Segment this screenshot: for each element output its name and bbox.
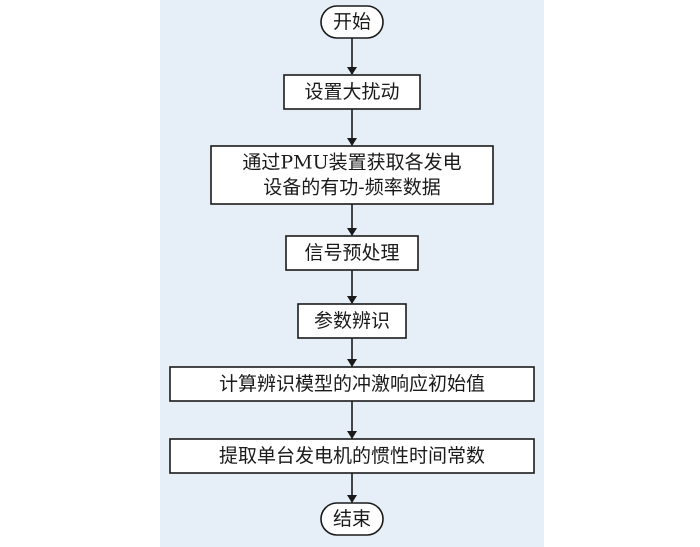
- terminal-shape: [320, 5, 384, 39]
- process-box: [210, 145, 494, 205]
- node-label-line: 计算辨识模型的冲激响应初始值: [219, 373, 485, 395]
- flow-node-end: 结束: [320, 502, 384, 536]
- flow-node-step1: 设置大扰动: [283, 74, 421, 110]
- process-box: [169, 438, 535, 474]
- flow-node-start: 开始: [320, 5, 384, 39]
- flow-node-step3: 信号预处理: [285, 235, 419, 271]
- process-box: [285, 235, 419, 271]
- node-label-line: 提取单台发电机的惯性时间常数: [219, 445, 485, 467]
- node-label-line: 开始: [333, 11, 371, 33]
- flow-node-step6: 提取单台发电机的惯性时间常数: [169, 438, 535, 474]
- node-label-line: 设置大扰动: [304, 81, 399, 103]
- node-label-line: 信号预处理: [304, 242, 399, 264]
- process-box: [297, 303, 407, 339]
- flow-node-step4: 参数辨识: [297, 303, 407, 339]
- flow-node-step5: 计算辨识模型的冲激响应初始值: [169, 366, 535, 402]
- node-label-line: 设备的有功-频率数据: [263, 177, 440, 199]
- terminal-shape: [320, 502, 384, 536]
- node-label-line: 通过PMU装置获取各发电: [242, 152, 461, 174]
- process-box: [169, 366, 535, 402]
- node-label-line: 参数辨识: [314, 310, 390, 332]
- nodes-layer: 开始设置大扰动通过PMU装置获取各发电设备的有功-频率数据信号预处理参数辨识计算…: [169, 5, 535, 536]
- node-label-line: 结束: [333, 508, 371, 530]
- process-box: [283, 74, 421, 110]
